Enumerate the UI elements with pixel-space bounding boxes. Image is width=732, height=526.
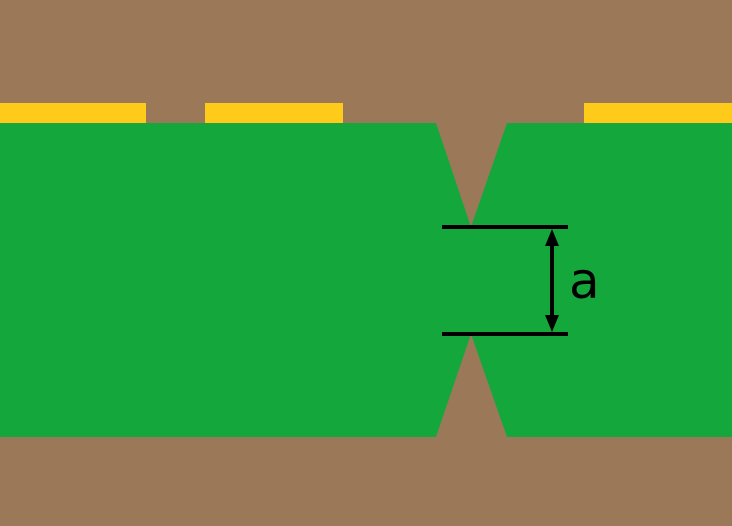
board-body	[0, 123, 732, 437]
copper-pad-2	[205, 103, 343, 123]
arrow-up-icon	[545, 229, 559, 246]
copper-pad-3	[584, 103, 732, 123]
arrow-down-icon	[545, 315, 559, 332]
copper-pad-1	[0, 103, 146, 123]
dimension-label: a	[569, 252, 600, 310]
